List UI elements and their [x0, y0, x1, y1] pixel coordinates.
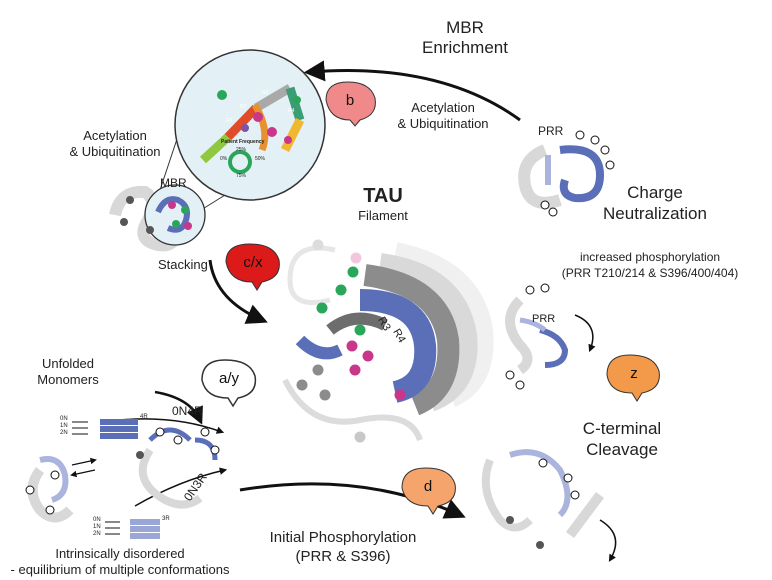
cterminal-line1: C-terminal — [582, 419, 662, 438]
prr-mid-label: PRR — [532, 313, 556, 325]
brain-d-label: d — [423, 478, 433, 495]
charge-line1: Charge — [627, 183, 683, 202]
stacking-monomer — [109, 184, 206, 252]
brain-d-icon — [401, 467, 456, 515]
isoform-bottom-1n: 1N — [93, 524, 101, 530]
inset-pct-75: 75% — [236, 173, 247, 179]
charge-prr-label: PRR — [538, 124, 564, 138]
brain-cx-label: c/x — [243, 254, 263, 271]
initial-phos-line2: (PRR & S396) — [295, 548, 391, 565]
cterminal-line2: Cleavage — [586, 440, 658, 459]
mbr-label: MBR — [160, 176, 187, 190]
initial-phos-label: Initial Phosphorylation (PRR & S396) — [258, 528, 428, 566]
isoform-bars-top — [72, 419, 138, 439]
isoform-top-1n: 1N — [60, 423, 68, 429]
unfolded-monomers-label: Unfolded Monomers — [18, 356, 118, 388]
charge-line2: Neutralization — [603, 204, 707, 223]
acetylation-right-line2: & Ubiquitination — [397, 116, 489, 131]
increased-phos-line2: (PRR T210/214 & S396/400/404) — [561, 266, 739, 280]
arrow-cterm-curl — [599, 519, 617, 562]
equilibrium-arrow-right — [71, 457, 97, 466]
inset-ribbon — [199, 84, 305, 174]
arrow-prr-curl — [574, 314, 596, 353]
mbr-enrichment-label: MBR Enrichment — [405, 18, 525, 58]
acetylation-left-label: Acetylation & Ubiquitination — [60, 128, 170, 160]
acetylation-right-line1: Acetylation — [411, 100, 475, 115]
isoform-top-0n: 0N — [60, 416, 68, 422]
arrow-stacking — [208, 259, 268, 324]
tau-subtitle: Filament — [358, 208, 408, 223]
brain-z-icon — [606, 354, 660, 402]
isoform-top-4r: 4R — [140, 414, 148, 420]
stacking-label: Stacking — [158, 257, 208, 272]
inset-segment-r3: R3 — [262, 90, 269, 96]
tau-title-block: TAU Filament — [348, 186, 418, 226]
isoform-bars-bottom — [105, 519, 160, 539]
mbr-enrichment-line1: MBR — [446, 18, 484, 37]
unfolded-line1: Unfolded — [41, 356, 95, 371]
unfolded-monomers — [25, 427, 220, 523]
arrow-mbr-enrichment — [303, 60, 521, 122]
isoform-bottom-3r: 3R — [162, 516, 170, 522]
brain-ay-label: a/y — [218, 370, 239, 387]
charge-neutralization-monomer — [518, 130, 615, 217]
increased-phos-label: increased phosphorylation (PRR T210/214 … — [550, 249, 750, 281]
disordered-line1: Intrinsically disordered — [55, 546, 185, 561]
mbr-enrichment-line2: Enrichment — [422, 38, 508, 57]
acetylation-left-line1: Acetylation — [83, 128, 147, 143]
initial-phos-line1: Initial Phosphorylation — [269, 529, 417, 546]
inset-segment-r1: R1 — [226, 118, 233, 124]
arrow-0n3r — [134, 467, 228, 507]
disordered-line2: - equilibrium of multiple conformations — [10, 562, 230, 577]
inset-patient-frequency: Patient Frequency — [221, 139, 265, 145]
inset-pct-25: 25% — [236, 147, 247, 153]
intrinsically-disordered-label: Intrinsically disordered - equilibrium o… — [0, 546, 240, 578]
tau-title: TAU — [363, 185, 403, 207]
unfolded-line2: Monomers — [37, 372, 99, 387]
acetylation-right-label: Acetylation & Ubiquitination — [388, 100, 498, 132]
arrow-unfolded — [154, 390, 203, 425]
isoform-bottom-2n: 2N — [93, 531, 101, 537]
brain-b-icon — [325, 81, 376, 127]
isoform-bottom-0n: 0N — [93, 517, 101, 523]
increased-phos-monomer — [505, 283, 569, 390]
inset-segment-r2: R2 — [240, 104, 247, 110]
inset-segment-r4: R4 — [288, 108, 295, 114]
isoform-0n4r-label: 0N4R — [172, 404, 203, 418]
equilibrium-arrow-left — [70, 469, 96, 478]
tau-filament — [282, 239, 494, 443]
increased-phos-line1: increased phosphorylation — [579, 250, 721, 264]
brain-z-label: z — [630, 365, 638, 382]
isoform-top-2n: 2N — [60, 430, 68, 436]
brain-b-label: b — [345, 92, 355, 109]
cterminal-label: C-terminal Cleavage — [562, 418, 682, 460]
cleaved-monomer — [481, 449, 604, 549]
acetylation-left-line2: & Ubiquitination — [69, 144, 161, 159]
brain-cx-icon — [225, 243, 280, 291]
inset-pct-50: 50% — [255, 156, 266, 162]
brain-ay-icon — [201, 359, 257, 408]
inset-pct-0: 0% — [220, 156, 228, 162]
charge-neutralization-label: Charge Neutralization — [590, 182, 720, 224]
